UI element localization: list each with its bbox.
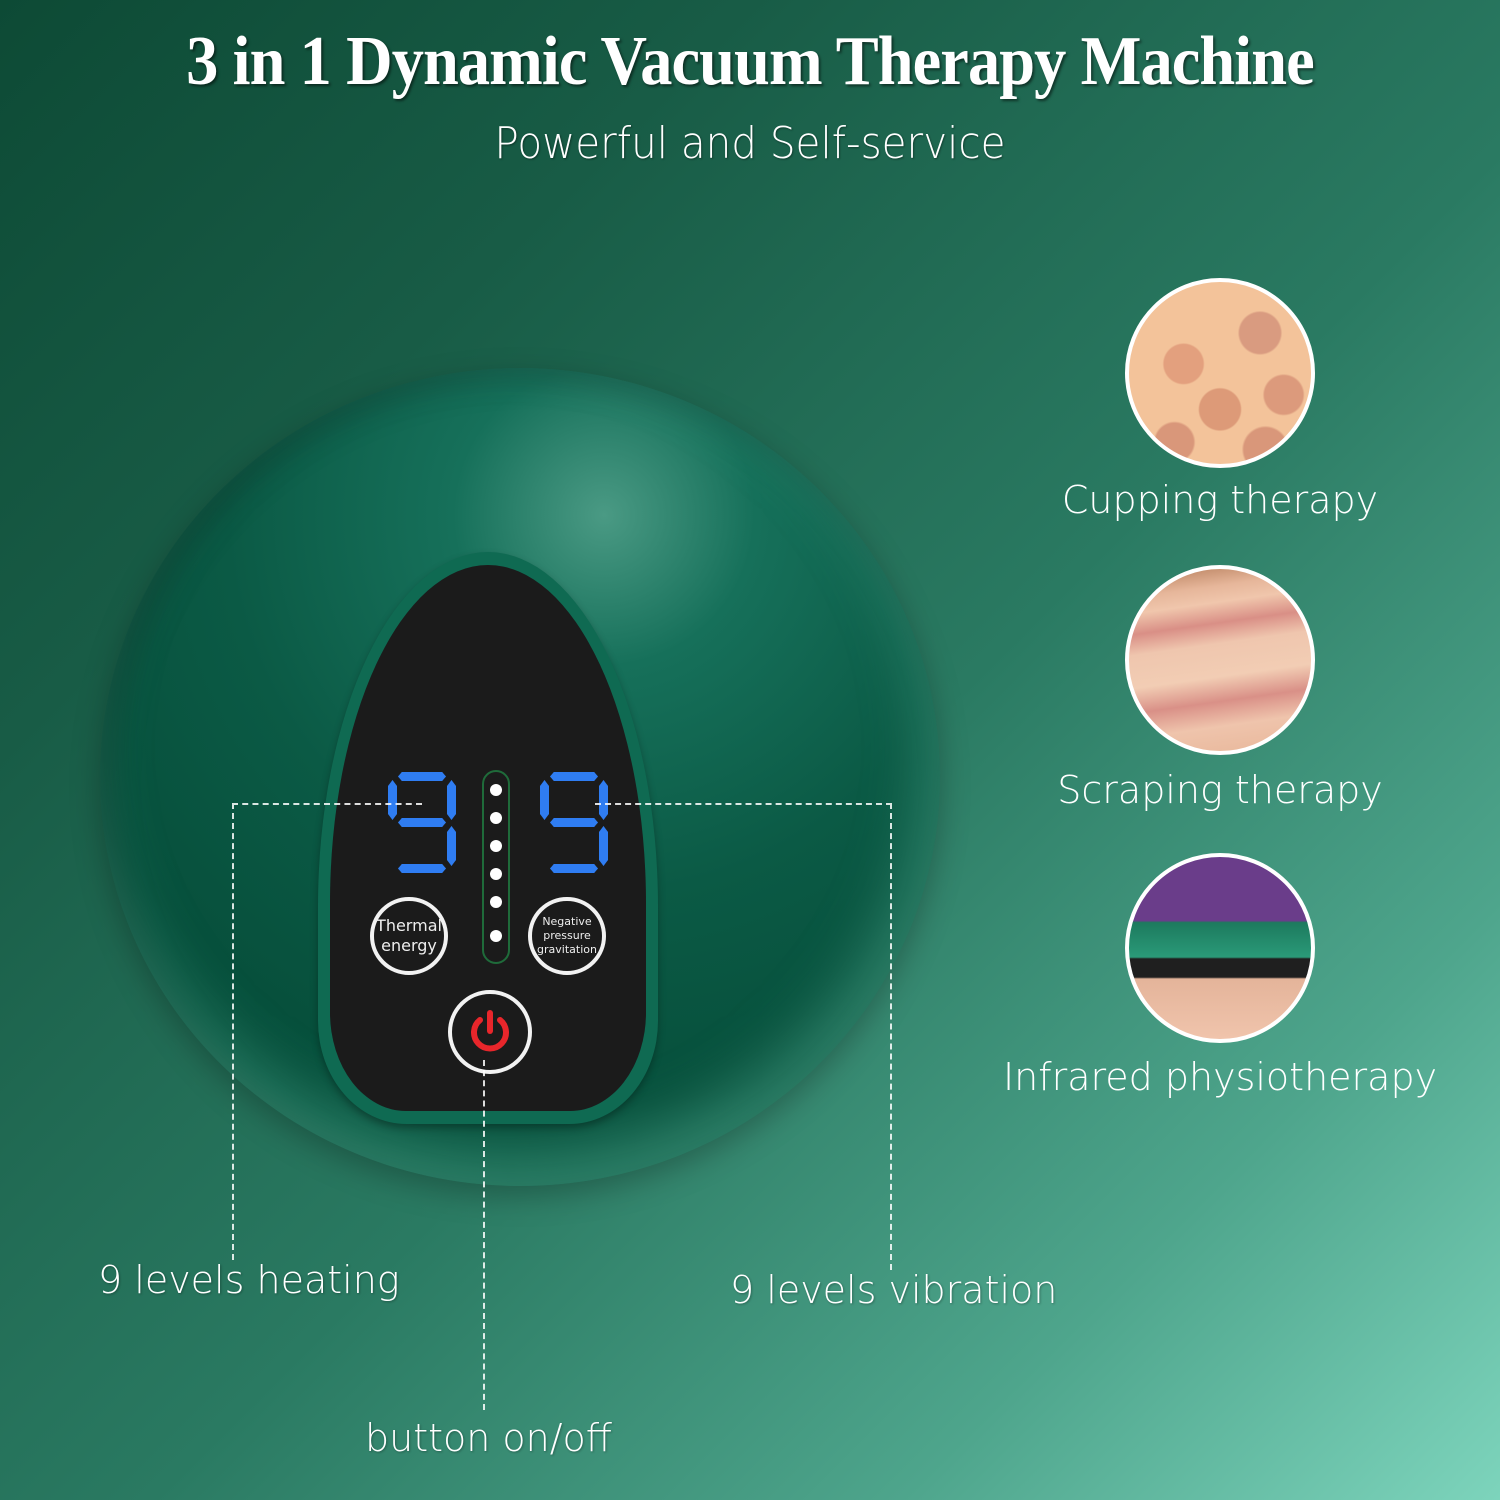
thermal-label-2: energy [381,936,437,955]
power-callout: button on/off [365,1416,612,1460]
heating-leader-line [232,803,422,1260]
thermal-energy-button[interactable]: Thermal energy [370,897,448,975]
power-icon [471,1010,509,1052]
vibration-callout: 9 levels vibration [730,1268,1058,1312]
heating-callout: 9 levels heating [98,1258,400,1302]
feature-label-infrared: Infrared physiotherapy [1002,1055,1438,1099]
level-indicator [482,770,510,964]
negative-label-2: pressure [543,929,591,942]
vibration-level-display [536,772,612,874]
feature-label-cupping: Cupping therapy [1061,478,1379,522]
vibration-leader-line [595,803,892,1270]
page-title: 3 in 1 Dynamic Vacuum Therapy Machine [186,23,1315,100]
infrared-physiotherapy-image [1125,853,1315,1043]
power-leader-line [483,1060,485,1410]
page-subtitle: Powerful and Self-service [494,118,1006,169]
negative-pressure-button[interactable]: Negative pressure gravitation [528,897,606,975]
cupping-therapy-image [1125,278,1315,468]
power-button[interactable] [448,990,532,1074]
scraping-therapy-image [1125,565,1315,755]
heat-level-display [384,772,460,874]
thermal-label-1: Thermal [376,916,442,935]
negative-label-3: gravitation [537,943,597,956]
feature-label-scraping: Scraping therapy [1057,768,1383,812]
negative-label-1: Negative [542,915,592,928]
